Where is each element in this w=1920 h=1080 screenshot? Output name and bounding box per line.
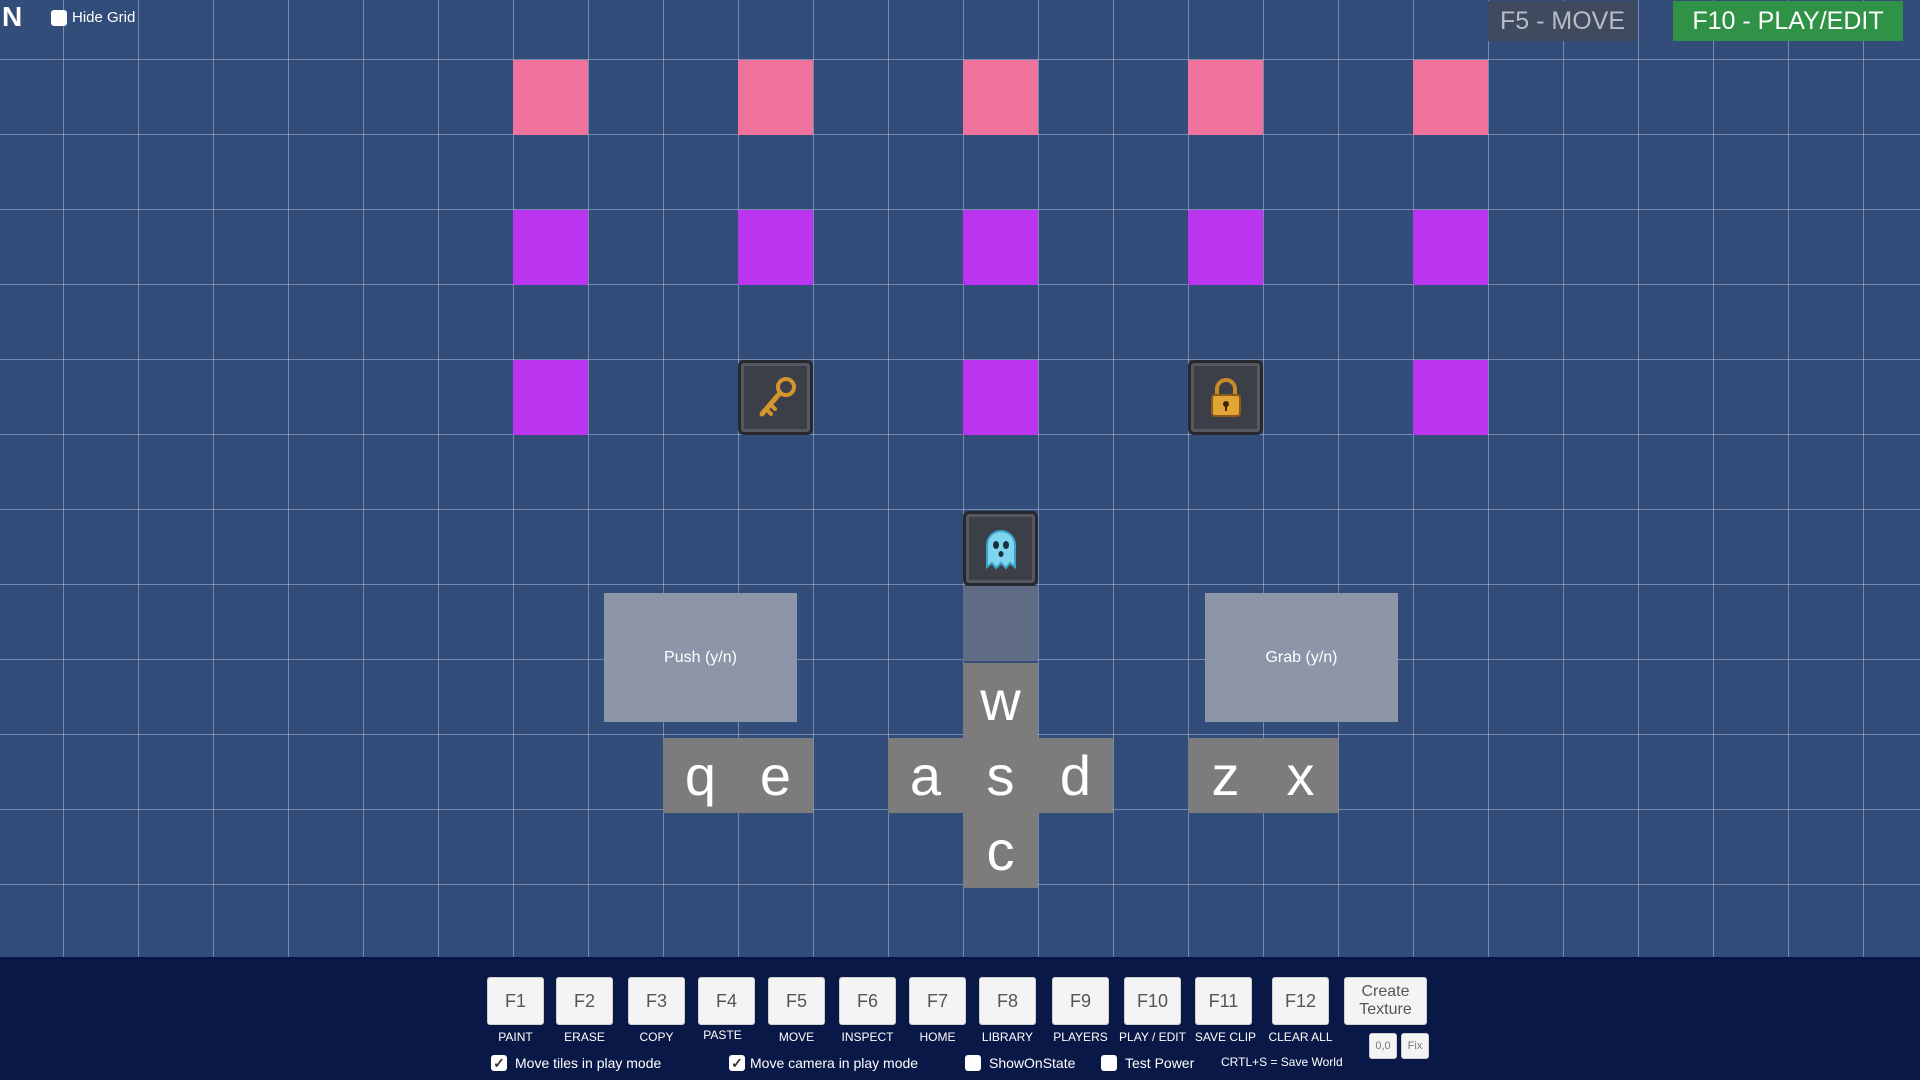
pink-tile[interactable] — [513, 60, 588, 135]
purple-tile[interactable] — [513, 210, 588, 285]
grab-toggle-box[interactable]: Grab (y/n) — [1205, 593, 1398, 722]
f4-label: PASTE — [703, 1028, 742, 1042]
move-tiles-checkbox[interactable] — [491, 1055, 507, 1071]
fix-button[interactable]: Fix — [1401, 1033, 1429, 1059]
purple-tile[interactable] — [1413, 210, 1488, 285]
f1-label: PAINT — [498, 1030, 533, 1044]
key-c[interactable]: c — [963, 813, 1038, 888]
key-x[interactable]: x — [1263, 738, 1338, 813]
f3-copy-button[interactable]: F3 — [628, 977, 685, 1025]
f11-label: SAVE CLIP — [1194, 1030, 1257, 1044]
f8-library-button[interactable]: F8 — [979, 977, 1036, 1025]
purple-tile[interactable] — [513, 360, 588, 435]
f8-label: LIBRARY — [981, 1030, 1034, 1044]
pink-tile[interactable] — [963, 60, 1038, 135]
key-z[interactable]: z — [1188, 738, 1263, 813]
f7-label: HOME — [919, 1030, 956, 1044]
key-a[interactable]: a — [888, 738, 963, 813]
f6-label: INSPECT — [841, 1030, 894, 1044]
hide-grid-label: Hide Grid — [72, 9, 136, 26]
f11-save-clip-button[interactable]: F11 — [1195, 977, 1252, 1025]
f5-move-button[interactable]: F5 — [768, 977, 825, 1025]
f6-inspect-button[interactable]: F6 — [839, 977, 896, 1025]
move-camera-checkbox[interactable] — [729, 1055, 745, 1071]
f2-label: ERASE — [564, 1030, 605, 1044]
test-power-checkbox[interactable] — [1101, 1055, 1117, 1071]
test-power-option[interactable]: Test Power — [1101, 1055, 1194, 1071]
key-icon — [759, 376, 796, 416]
save-shortcut-hint: CRTL+S = Save World — [1221, 1055, 1343, 1069]
f9-players-button[interactable]: F9 — [1052, 977, 1109, 1025]
hide-grid-checkbox[interactable] — [51, 9, 67, 26]
purple-tile[interactable] — [1413, 360, 1488, 435]
move-mode-indicator[interactable]: F5 - MOVE — [1488, 1, 1637, 41]
move-camera-option[interactable]: Move camera in play mode — [729, 1055, 918, 1071]
origin-button[interactable]: 0,0 — [1369, 1033, 1397, 1059]
create-texture-button[interactable]: Create Texture — [1344, 977, 1427, 1025]
move-tiles-option[interactable]: Move tiles in play mode — [491, 1055, 661, 1071]
game-grid[interactable] — [0, 0, 1920, 957]
pink-tile[interactable] — [738, 60, 813, 135]
purple-tile[interactable] — [738, 210, 813, 285]
key-w[interactable]: w — [963, 663, 1038, 738]
corner-label: N — [2, 1, 23, 32]
key-tile[interactable] — [738, 360, 813, 435]
f12-clear-all-button[interactable]: F12 — [1272, 977, 1329, 1025]
show-on-state-checkbox[interactable] — [965, 1055, 981, 1071]
purple-tile[interactable] — [1188, 210, 1263, 285]
play-edit-button[interactable]: F10 - PLAY/EDIT — [1673, 1, 1903, 41]
key-e[interactable]: e — [738, 738, 813, 813]
purple-tile[interactable] — [963, 360, 1038, 435]
f7-home-button[interactable]: F7 — [909, 977, 966, 1025]
key-q[interactable]: q — [663, 738, 738, 813]
move-tiles-label: Move tiles in play mode — [515, 1055, 662, 1071]
test-power-label: Test Power — [1125, 1055, 1195, 1071]
hide-grid-toggle[interactable]: Hide Grid — [51, 9, 135, 26]
movement-indicator — [963, 586, 1038, 661]
lock-tile[interactable] — [1188, 360, 1263, 435]
f4-paste-button[interactable]: F4 — [698, 977, 755, 1025]
f10-label: PLAY / EDIT — [1119, 1030, 1186, 1044]
pink-tile[interactable] — [1188, 60, 1263, 135]
f10-play-edit-button[interactable]: F10 — [1124, 977, 1181, 1025]
pink-tile[interactable] — [1413, 60, 1488, 135]
f5-label: MOVE — [778, 1030, 815, 1044]
purple-tile[interactable] — [963, 210, 1038, 285]
f3-label: COPY — [639, 1030, 674, 1044]
key-s[interactable]: s — [963, 738, 1038, 813]
move-camera-label: Move camera in play mode — [750, 1055, 919, 1071]
show-on-state-option[interactable]: ShowOnState — [965, 1055, 1075, 1071]
f9-label: PLAYERS — [1053, 1030, 1108, 1044]
lock-icon — [1210, 377, 1241, 417]
ghost-player-tile[interactable] — [963, 511, 1038, 586]
ghost-icon — [985, 529, 1016, 569]
f2-erase-button[interactable]: F2 — [556, 977, 613, 1025]
f1-paint-button[interactable]: F1 — [487, 977, 544, 1025]
show-on-state-label: ShowOnState — [989, 1055, 1076, 1071]
key-d[interactable]: d — [1038, 738, 1113, 813]
push-toggle-box[interactable]: Push (y/n) — [604, 593, 797, 722]
f12-label: CLEAR ALL — [1268, 1030, 1333, 1044]
